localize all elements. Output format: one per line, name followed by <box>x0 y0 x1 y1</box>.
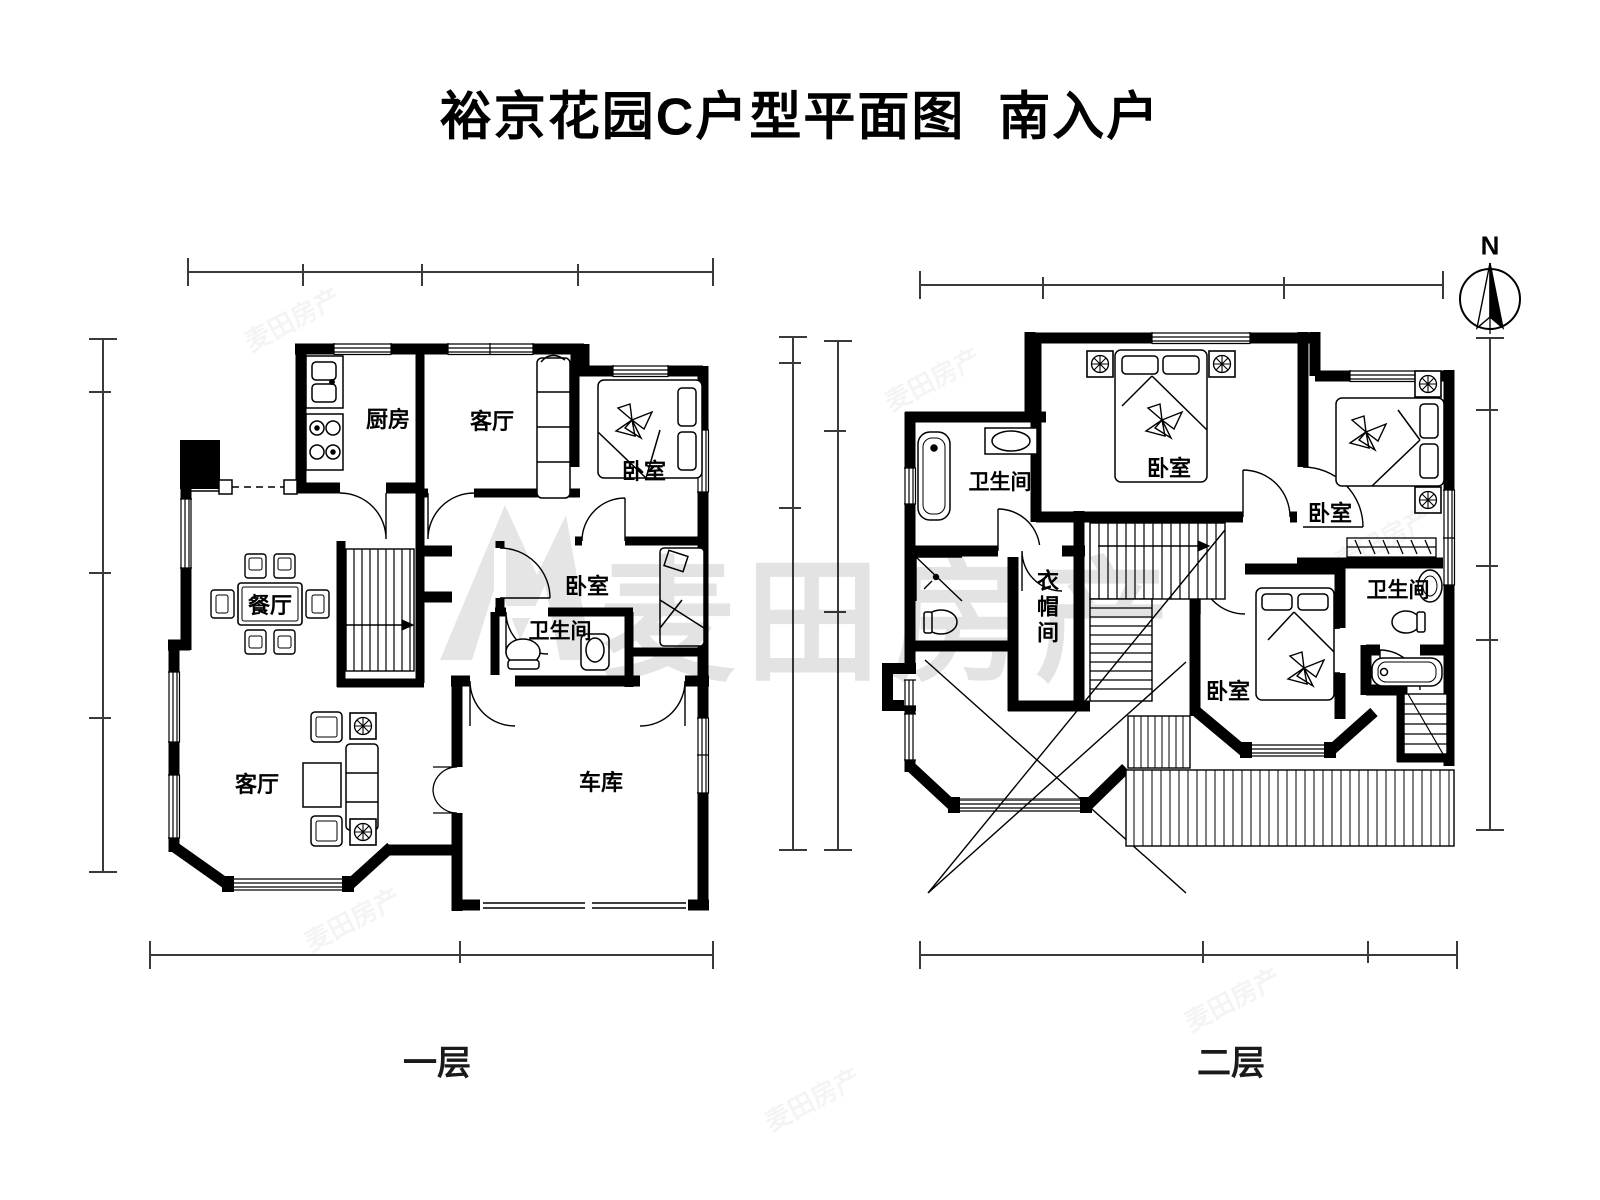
bathroom-sink-icon <box>984 427 1038 455</box>
room-label-bedroom-mid: 卧室 <box>564 574 610 599</box>
floor1-windows <box>168 343 710 912</box>
shower-icon <box>915 556 963 602</box>
floor1-label: 一层 <box>403 1044 471 1083</box>
floor1-stairs-icon <box>345 548 415 672</box>
void-cross-lines <box>924 529 1226 894</box>
terrace <box>1125 715 1455 847</box>
sofa-set-icon <box>302 711 379 847</box>
room-label-bathroom-tl: 卫生间 <box>968 471 1032 494</box>
dimension-lines <box>89 258 1504 969</box>
sofa-icon <box>536 354 571 499</box>
floor2-plan <box>882 332 1456 894</box>
dashed-opening <box>191 479 298 495</box>
nightstand-icon <box>1414 370 1442 398</box>
watermark-logo <box>440 505 592 660</box>
kitchen-sink-icon <box>305 355 344 409</box>
dining-chairs-icon <box>210 553 330 655</box>
north-compass-icon <box>1459 262 1521 334</box>
nightstand-icon <box>1086 350 1114 378</box>
page-title: 裕京花园C户型平面图 南入户 <box>439 88 1161 147</box>
room-label-garage: 车库 <box>578 770 624 795</box>
bed-icon <box>1255 587 1335 701</box>
single-bed-icon <box>659 547 705 647</box>
room-label-bedroom-top: 卧室 <box>1146 456 1192 481</box>
toilet-icon <box>923 609 958 635</box>
room-label-bathroom-r: 卫生间 <box>1366 579 1430 602</box>
room-label-bedroom-tr2: 卧室 <box>1307 501 1353 526</box>
toilet-icon <box>1391 610 1426 634</box>
bathroom-sink-icon <box>580 633 610 671</box>
room-label-living-bottom: 客厅 <box>234 772 280 797</box>
floor1-doors <box>339 482 686 814</box>
toilet-icon <box>505 638 541 670</box>
bed-icon <box>597 379 703 479</box>
side-table-icon <box>349 818 377 846</box>
north-label: N <box>1480 230 1500 261</box>
room-label-dining: 餐厅 <box>247 593 293 618</box>
floor2-label: 二层 <box>1197 1044 1265 1083</box>
floor2-stairs-icon <box>1089 522 1226 702</box>
wardrobe-icon <box>1403 693 1448 755</box>
watermark-text: 麦田房产 <box>600 547 1180 698</box>
closet-rack-icon <box>1346 537 1437 558</box>
bathtub-icon <box>917 431 951 521</box>
nightstand-icon <box>1208 350 1236 378</box>
room-label-cloakroom: 衣帽间 <box>1034 569 1059 647</box>
room-label-bathroom-f1: 卫生间 <box>528 620 592 643</box>
room-label-living-top: 客厅 <box>469 409 515 434</box>
side-table-icon <box>349 712 377 740</box>
bathroom-sink-icon <box>1417 569 1443 603</box>
floor1-plan <box>168 343 710 912</box>
room-label-bedroom-tr: 卧室 <box>621 459 667 484</box>
dining-table-icon <box>237 582 303 626</box>
room-label-kitchen: 厨房 <box>365 407 411 432</box>
room-label-bedroom-bottom: 卧室 <box>1205 679 1251 704</box>
bathtub-icon <box>1371 657 1443 687</box>
kitchen-stove-icon <box>305 413 344 471</box>
